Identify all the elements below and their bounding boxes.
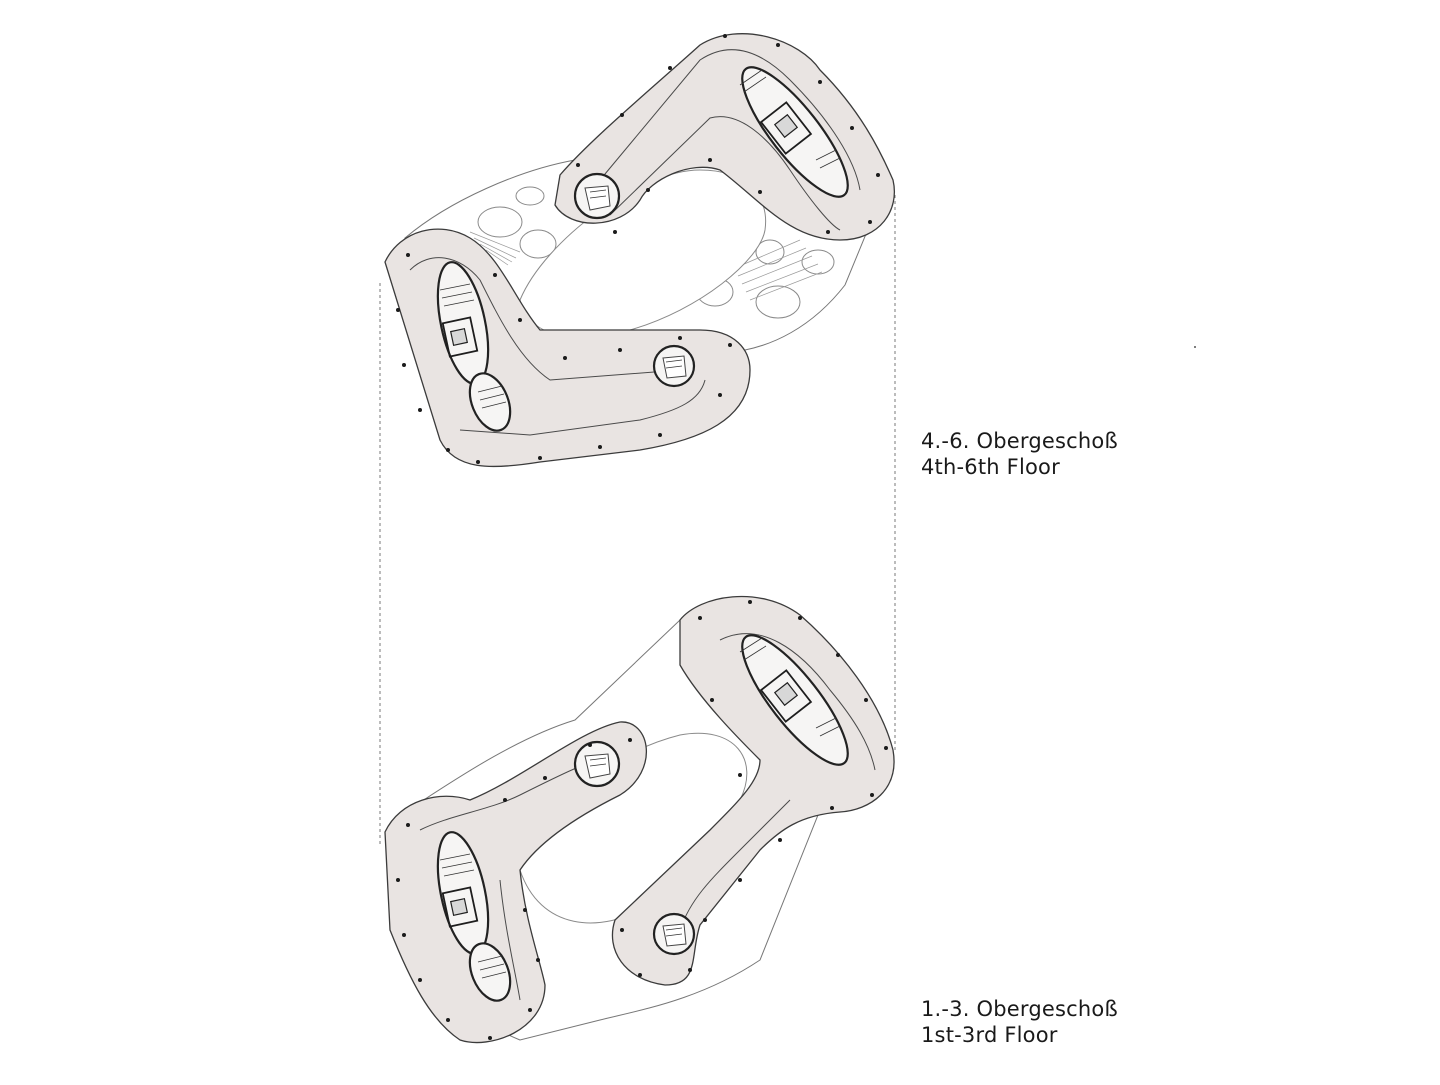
upper-garden-left [469,186,557,266]
upper-garden-right [696,239,835,319]
lower-floor-label: 1.-3. Obergeschoß 1st-3rd Floor [921,996,1118,1048]
upper-floor-label-en: 4th-6th Floor [921,455,1060,479]
upper-floor-label: 4.-6. Obergeschoß 4th-6th Floor [921,428,1118,480]
lower-floor-plan [384,595,895,1044]
upper-east-path-2 [609,116,841,231]
upper-west-path [409,257,681,381]
lower-west-wing [384,721,647,1044]
lower-round-core-north [573,740,621,788]
upper-round-core-south [652,344,696,388]
upper-floor-plan [384,33,895,468]
lower-floor-label-en: 1st-3rd Floor [921,1023,1058,1047]
upper-west-path-2 [459,379,706,436]
upper-east-core [739,66,849,198]
lower-floor-label-de: 1.-3. Obergeschoß [921,997,1118,1021]
lower-columns [396,600,888,1040]
upper-floor-label-de: 4.-6. Obergeschoß [921,429,1118,453]
stray-mark [1194,346,1196,348]
upper-west-core-small [468,372,512,432]
lower-west-path-2 [499,879,521,1001]
upper-east-path [599,49,861,191]
projection-lines [379,195,896,845]
lower-east-wing [611,595,895,986]
lower-east-core [739,634,849,766]
upper-round-core-north [573,172,621,220]
lower-west-core [436,831,490,955]
lower-west-core-small [468,942,512,1002]
upper-columns [396,34,880,464]
lower-round-core-south [652,912,696,956]
upper-west-core [436,261,490,385]
